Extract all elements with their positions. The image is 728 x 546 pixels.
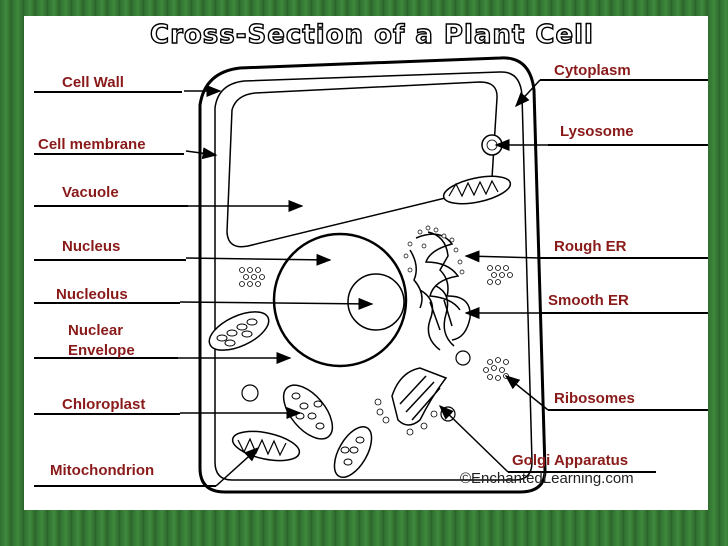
pointer-arrows bbox=[178, 79, 549, 487]
copyright-credit: ©EnchantedLearning.com bbox=[460, 470, 634, 487]
label-golgi-apparatus: Golgi Apparatus bbox=[512, 452, 629, 469]
ribosomes-right bbox=[487, 265, 513, 285]
label-chloroplast: Chloroplast bbox=[62, 396, 146, 413]
mitochondrion-top bbox=[442, 175, 512, 205]
golgi-apparatus bbox=[391, 367, 448, 426]
chloroplast-left bbox=[208, 311, 270, 351]
rough-er bbox=[409, 231, 461, 311]
label-nuclear-envelope-line2: Envelope bbox=[68, 342, 135, 359]
label-cell-wall: Cell Wall bbox=[62, 74, 124, 91]
label-nuclear-envelope-line1: Nuclear bbox=[68, 322, 124, 339]
label-nucleolus: Nucleolus bbox=[56, 286, 128, 303]
label-lysosome: Lysosome bbox=[560, 123, 634, 140]
rough-er-ribosomes bbox=[403, 225, 465, 275]
ribosomes-left bbox=[239, 267, 265, 287]
label-rough-er: Rough ER bbox=[554, 238, 627, 255]
label-mitochondrion: Mitochondrion bbox=[50, 462, 155, 479]
diagram-title: Cross-Section of a Plant Cell bbox=[149, 19, 594, 50]
label-cytoplasm: Cytoplasm bbox=[554, 62, 631, 79]
golgi-vesicles bbox=[374, 398, 438, 436]
nucleolus bbox=[347, 273, 405, 331]
label-smooth-er: Smooth ER bbox=[548, 292, 629, 309]
nuclear-envelope bbox=[272, 232, 408, 368]
label-ribosomes: Ribosomes bbox=[554, 390, 635, 407]
label-vacuole: Vacuole bbox=[62, 184, 119, 201]
vesicle bbox=[241, 384, 259, 402]
label-cell-membrane: Cell membrane bbox=[38, 136, 146, 153]
label-lines bbox=[34, 79, 708, 487]
vesicle bbox=[455, 350, 471, 366]
label-nucleus: Nucleus bbox=[62, 238, 121, 255]
chloroplast-bottom bbox=[333, 426, 373, 478]
smooth-er bbox=[419, 285, 471, 351]
